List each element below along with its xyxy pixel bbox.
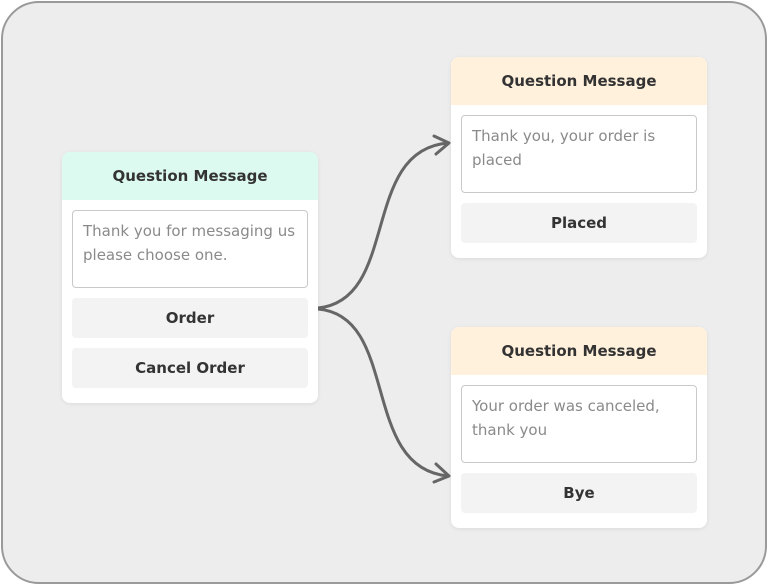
node-title: Question Message — [501, 342, 657, 360]
node-title: Question Message — [112, 167, 268, 185]
message-text-area[interactable]: Thank you for messaging us please choose… — [72, 210, 308, 288]
option-button-order[interactable]: Order — [72, 298, 308, 338]
canceled-question-node[interactable]: Question Message Your order was canceled… — [451, 327, 707, 528]
node-header: Question Message — [62, 152, 318, 200]
node-header: Question Message — [451, 57, 707, 105]
start-question-node[interactable]: Question Message Thank you for messaging… — [62, 152, 318, 403]
placed-question-node[interactable]: Question Message Thank you, your order i… — [451, 57, 707, 258]
node-title: Question Message — [501, 72, 657, 90]
message-text-area[interactable]: Your order was canceled, thank you — [461, 385, 697, 463]
option-button-placed[interactable]: Placed — [461, 203, 697, 243]
option-button-bye[interactable]: Bye — [461, 473, 697, 513]
node-header: Question Message — [451, 327, 707, 375]
message-text-area[interactable]: Thank you, your order is placed — [461, 115, 697, 193]
option-button-cancel-order[interactable]: Cancel Order — [72, 348, 308, 388]
